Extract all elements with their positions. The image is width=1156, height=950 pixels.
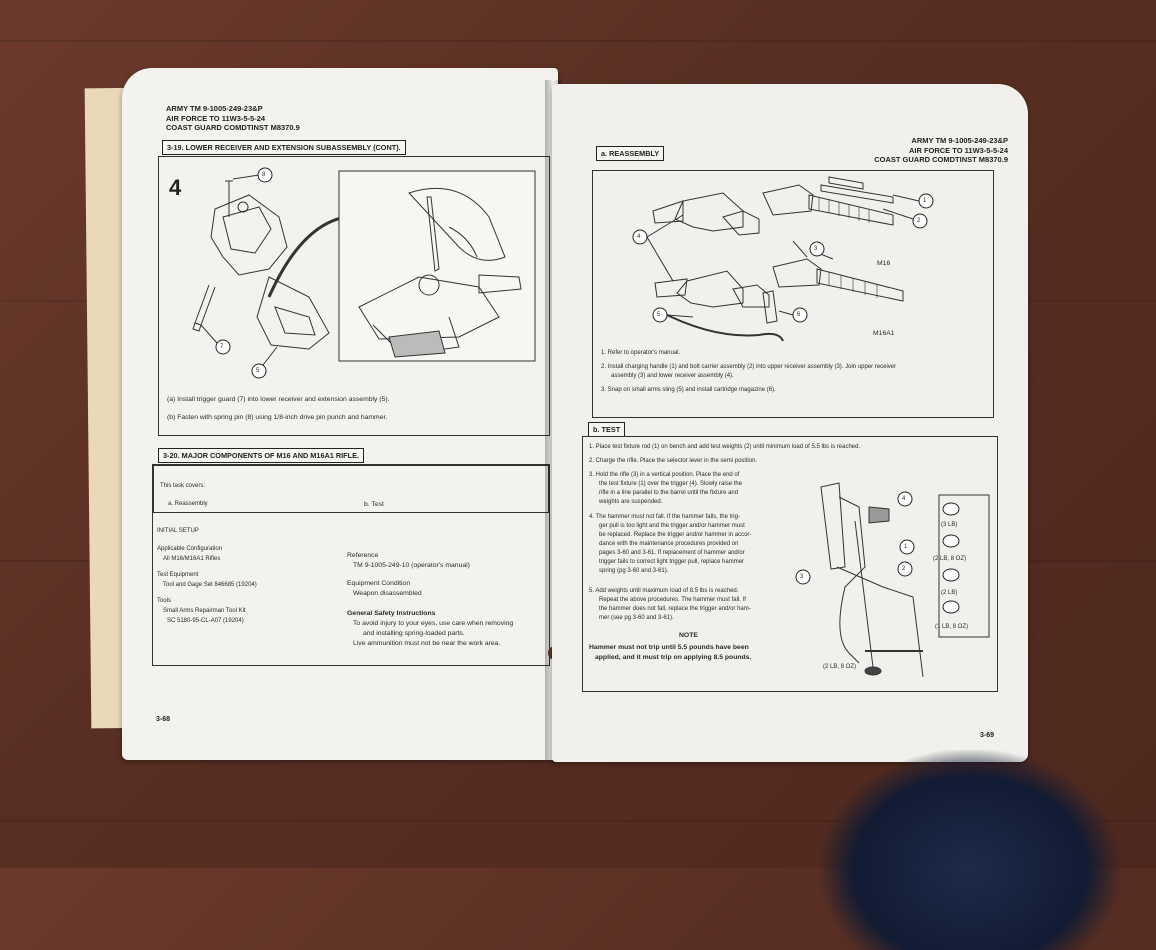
reassembly-title: a. REASSEMBLY (596, 146, 665, 161)
callout-3: 3 (814, 246, 818, 252)
weight-2lb: (2 LB) (941, 590, 958, 596)
safety-line-2: and installing spring-loaded parts. (363, 630, 465, 637)
header-line: ARMY TM 9-1005-249-23&P (166, 104, 263, 113)
reference-label: Reference (347, 552, 379, 559)
figure-frame: 4 (158, 156, 550, 436)
text-line: pages 3-60 and 3-61. If replacement of h… (599, 550, 745, 556)
text-line: weights are suspended. (599, 499, 663, 505)
label-m16a1: M16A1 (873, 330, 895, 337)
text-line: 4. The hammer must not fall. If the hamm… (589, 514, 740, 520)
test-callout-3: 3 (800, 574, 804, 580)
task-b: b. Test (364, 501, 384, 508)
text-line: 3. Hold the rifle (3) in a vertical posi… (589, 472, 740, 478)
header-line: COAST GUARD COMDTINST M8370.9 (166, 123, 300, 132)
test-callout-2: 2 (902, 566, 906, 572)
page-number: 3-69 (980, 732, 995, 739)
weight-2lb8oz: (2 LB, 8 OZ) (933, 556, 967, 562)
note-line-1: Hammer must not trip until 5.5 pounds ha… (589, 644, 749, 651)
callout-1: 1 (923, 198, 927, 204)
text-line: Repeat the above procedures. The hammer … (599, 597, 746, 603)
tools-label: Tools (157, 598, 172, 604)
app-config-label: Applicable Configuration (157, 546, 223, 552)
test-step-2: 2. Charge the rifle. Place the selector … (589, 458, 758, 464)
text-line: spring (pg 3-60 and 3-61). (599, 568, 669, 574)
equip-cond-value: Weapon disassembled (353, 590, 422, 597)
task-covers-label: This task covers: (160, 483, 206, 489)
page-number: 3-68 (156, 716, 171, 723)
note-line-2: applied, and it must trip on applying 8.… (595, 654, 752, 661)
safety-label: General Safety Instructions (347, 610, 436, 617)
text-line: mer (see pg 3-60 and 3-61). (599, 615, 674, 621)
step-a-text: (a) Install trigger guard (7) into lower… (167, 396, 390, 403)
shoe (820, 750, 1120, 950)
callout-6: 6 (797, 312, 801, 318)
left-page: ARMY TM 9-1005-249-23&P AIR FORCE TO 11W… (122, 68, 558, 760)
test-step-5: 5. Add weights until maximum load of 8.5… (589, 587, 751, 623)
callout-2: 2 (917, 218, 921, 224)
task-a: a. Reassembly (168, 501, 208, 507)
callout-7: 7 (220, 344, 224, 350)
right-page: ARMY TM 9-1005-249-23&P AIR FORCE TO 11W… (552, 84, 1028, 762)
reassembly-step-2: 2. Install charging handle (1) and bolt … (601, 364, 897, 370)
test-step-3: 3. Hold the rifle (3) in a vertical posi… (589, 471, 742, 507)
header-line: AIR FORCE TO 11W3-5-5-24 (166, 113, 266, 123)
task-frame: This task covers: a. Reassembly b. Test … (152, 464, 550, 666)
text-line: dance with the maintenance procedures pr… (599, 541, 739, 547)
reassembly-step-3: 3. Snap on small arms sling (5) and inst… (601, 387, 776, 393)
initial-setup: INITIAL SETUP (157, 528, 199, 534)
tools-value-2: SC 5180-95-CL-A07 (19204) (167, 618, 244, 624)
weight-3lb: (3 LB) (941, 522, 958, 528)
text-line: rifle in a line parallel to the barrel u… (599, 490, 739, 496)
header-line: AIR FORCE TO 11W3-5-5-24 (908, 145, 1008, 155)
trigger-guard-illustration (192, 167, 536, 379)
text-line: the hammer does not fall, replace the tr… (599, 606, 751, 612)
callout-5: 5 (657, 312, 661, 318)
trigger-test-illustration (795, 482, 990, 678)
text-line: ger pull is too light and the trigger an… (599, 523, 745, 529)
wood-grain (0, 40, 1156, 42)
weight-1lb8oz: (1 LB, 8 OZ) (935, 624, 969, 630)
safety-line-3: Live ammunition must not be near the wor… (353, 640, 501, 647)
text-line: the test fixture (1) over the trigger (4… (599, 481, 743, 487)
callout-8: 8 (262, 172, 266, 178)
reference-value: TM 9-1005-249-10 (operator's manual) (353, 562, 470, 569)
note-title: NOTE (679, 632, 698, 639)
test-equip-label: Test Equipment (157, 572, 199, 578)
safety-line-1: To avoid injury to your eyes, use care w… (353, 620, 514, 627)
callout-4: 4 (637, 234, 641, 240)
left-header: ARMY TM 9-1005-249-23&P AIR FORCE TO 11W… (166, 104, 300, 133)
text-line: trigger fails to correct light trigger p… (599, 559, 745, 565)
test-frame: 1. Place test fixture rod (1) on bench a… (582, 436, 998, 692)
test-callout-1: 1 (904, 544, 908, 550)
test-equip-value: Tool and Gage Set 846685 (19204) (163, 582, 257, 588)
right-header: ARMY TM 9-1005-249-23&P AIR FORCE TO 11W… (868, 136, 1008, 165)
section-title: 3-19. LOWER RECEIVER AND EXTENSION SUBAS… (162, 140, 406, 155)
test-callout-4: 4 (902, 496, 906, 502)
section2-title: 3-20. MAJOR COMPONENTS OF M16 AND M16A1 … (158, 448, 364, 463)
task-covers-box: This task covers: a. Reassembly b. Test (153, 465, 549, 513)
header-line: ARMY TM 9-1005-249-23&P (911, 136, 1008, 145)
text-line: 5. Add weights until maximum load of 8.5… (589, 588, 739, 594)
text-line: be replaced. Replace the trigger and/or … (599, 532, 752, 538)
wood-grain (0, 820, 1156, 822)
rifle-components-illustration (632, 176, 934, 342)
label-m16: M16 (877, 260, 891, 267)
test-title: b. TEST (588, 422, 626, 437)
reassembly-frame: 1 2 3 4 5 6 M16 M16A1 1. Refer to operat… (592, 170, 994, 418)
test-step-4: 4. The hammer must not fall. If the hamm… (589, 513, 751, 576)
callout-5: 5 (256, 368, 260, 374)
step-number: 4 (169, 175, 182, 200)
reassembly-step-1: 1. Refer to operator's manual. (601, 350, 681, 356)
test-step-1: 1. Place test fixture rod (1) on bench a… (589, 444, 861, 450)
weight-bottom: (2 LB, 8 OZ) (823, 664, 857, 670)
header-line: COAST GUARD COMDTINST M8370.9 (874, 155, 1008, 164)
app-config-value: All M16/M16A1 Rifles (163, 556, 221, 562)
tools-value-1: Small Arms Repairman Tool Kit (163, 608, 246, 614)
reassembly-step-2-cont: assembly (3) and lower receiver assembly… (611, 373, 734, 379)
step-b-text: (b) Fasten with spring pin (8) using 1/8… (167, 414, 388, 421)
equip-cond-label: Equipment Condition (347, 580, 411, 587)
